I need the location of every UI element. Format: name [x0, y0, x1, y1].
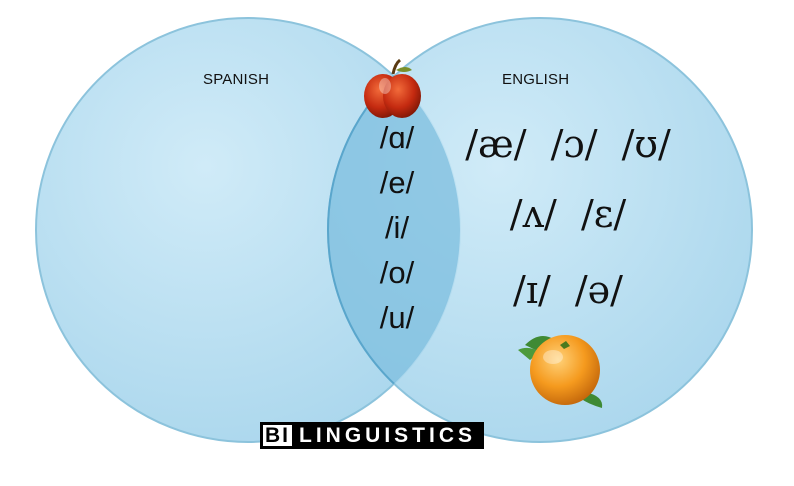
english-vowel: /ʊ/	[621, 122, 671, 166]
shared-vowel: /i/	[384, 210, 410, 245]
english-vowel-row: /æ/ /ɔ/ /ʊ/	[418, 122, 718, 166]
shared-vowel: /e/	[379, 165, 415, 200]
english-vowel: /æ/	[465, 122, 527, 166]
english-vowel: /ɛ/	[580, 192, 627, 236]
english-vowel: /ʌ/	[509, 192, 557, 236]
logo-linguistics: LINGUISTICS	[295, 422, 485, 449]
logo-bi: BI	[260, 422, 295, 449]
shared-vowel: /o/	[379, 255, 415, 290]
apple-icon	[364, 58, 421, 118]
spanish-label: SPANISH	[203, 71, 270, 88]
english-vowel: /ɔ/	[550, 122, 598, 166]
bilinguistics-logo: BI LINGUISTICS	[260, 422, 485, 449]
english-vowel: /ɪ/	[513, 268, 551, 312]
english-vowel-row: /ɪ/ /ə/	[418, 268, 718, 312]
shared-vowel: /ɑ/	[379, 120, 415, 155]
english-label: ENGLISH	[502, 71, 570, 88]
english-vowel: /ə/	[574, 268, 623, 312]
orange-icon	[518, 335, 603, 408]
english-vowel-row: /ʌ/ /ɛ/	[418, 192, 718, 236]
shared-vowel: /u/	[379, 300, 415, 335]
